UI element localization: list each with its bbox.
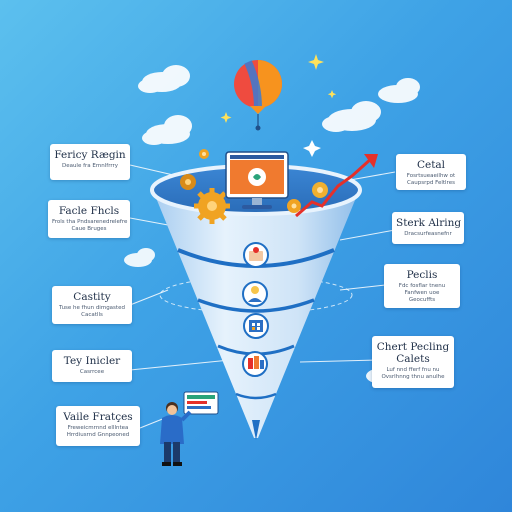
card-left-1: Fericy Rægin Deaule fra Emnlfrrry xyxy=(50,144,130,180)
card-subtitle-2: Ovsrlhnng thnu anulhe xyxy=(381,374,445,380)
card-subtitle-2: Fanfwen uoe xyxy=(404,290,440,296)
connector-lines xyxy=(129,164,396,429)
person-bulb-icon xyxy=(242,281,268,307)
card-right-1: Cetal Fosrtsueaeilhw ot Caupsrpd Feltlre… xyxy=(396,154,466,190)
cloud-icon xyxy=(124,248,155,267)
gear-icon xyxy=(199,149,209,159)
card-title: Cetal xyxy=(416,159,446,171)
balloon-icon xyxy=(234,60,282,131)
card-subtitle-2: Cacatlls xyxy=(81,312,103,318)
building-icon xyxy=(243,313,269,339)
gear-icon xyxy=(180,174,196,190)
card-subtitle-2: Hrrdiusrnd Gnnpeoned xyxy=(66,432,130,438)
card-subtitle-2: Caupsrpd Feltlres xyxy=(407,180,455,186)
monitor-icon xyxy=(225,151,289,209)
cloud-icon xyxy=(322,101,381,132)
trend-arrow-icon xyxy=(295,154,378,218)
card-title: Peclis xyxy=(406,269,438,281)
card-subtitle: Tuse he fhun dimgasted xyxy=(59,305,125,311)
card-subtitle: Deaule fra Emnlfrrry xyxy=(61,163,119,169)
card-subtitle: Casrrcee xyxy=(79,369,105,375)
person-card-icon xyxy=(243,242,269,268)
businessman-icon xyxy=(160,391,219,466)
card-right-4: Chert Pecling Calets Luf nnd fferf fnu n… xyxy=(372,336,454,388)
cloud-icon xyxy=(378,78,420,103)
card-title-2: Calets xyxy=(396,353,430,365)
cloud-icon xyxy=(142,115,192,145)
card-title: Chert Pecling xyxy=(376,341,450,353)
card-left-5: Vaile Fratçes Freweicmrnnd elllntea Hrrd… xyxy=(56,406,140,446)
card-left-4: Tey Inicler Casrrcee xyxy=(52,350,132,382)
card-right-2: Sterk Alring Dracsurfeasnefnr xyxy=(392,212,464,244)
card-subtitle: Fdc fosflar tnenu xyxy=(398,283,446,289)
card-right-3: Peclis Fdc fosflar tnenu Fanfwen uoe Geo… xyxy=(384,264,460,308)
card-subtitle: Dracsurfeasnefnr xyxy=(404,231,452,237)
card-title: Tey Inicler xyxy=(63,355,121,367)
card-subtitle: Fosrtsueaeilhw ot xyxy=(406,173,456,179)
card-subtitle: Freweicmrnnd elllntea xyxy=(67,425,129,431)
team-icon xyxy=(242,351,268,377)
cloud-icon xyxy=(138,65,190,93)
card-left-3: Castity Tuse he fhun dimgasted Cacatlls xyxy=(52,286,132,324)
gear-icon xyxy=(287,199,301,213)
sparkle-icon xyxy=(303,140,321,157)
card-title: Fericy Rægin xyxy=(54,149,126,161)
card-title: Castity xyxy=(73,291,111,303)
sparkle-icon xyxy=(220,54,337,123)
gear-icon xyxy=(312,182,328,198)
card-subtitle: Frols tha Pndsarenedrelefre xyxy=(52,219,128,225)
card-title: Facle Fhcls xyxy=(58,205,120,217)
gear-icon xyxy=(194,188,230,224)
card-subtitle-3: Geocuffts xyxy=(408,297,436,303)
card-title: Sterk Alring xyxy=(396,217,462,229)
card-title: Vaile Fratçes xyxy=(63,411,133,423)
card-subtitle-2: Caue Bruges xyxy=(71,226,107,232)
card-left-2: Facle Fhcls Frols tha Pndsarenedrelefre … xyxy=(48,200,130,238)
card-subtitle: Luf nnd fferf fnu nu xyxy=(386,367,440,373)
